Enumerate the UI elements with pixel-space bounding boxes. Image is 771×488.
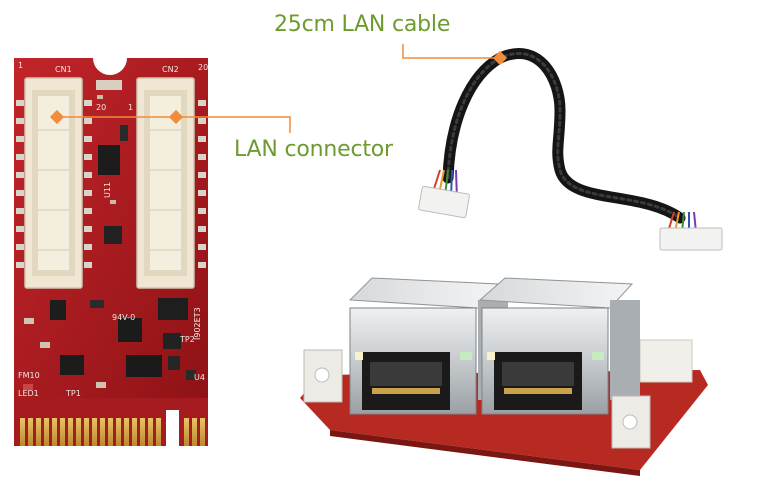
silk-serial: I902ET3 [193,307,202,340]
rj45-jack-2 [478,277,640,415]
cable-label: 25cm LAN cable [274,12,451,37]
cable-body [442,48,686,224]
silk-tp2: TP2 [179,335,195,344]
connector-label: LAN connector [234,137,393,162]
solder-pads [16,100,206,268]
lan-cable [418,48,723,251]
silk-rating: 94V-0 [112,313,135,322]
silk-pin1-left: 1 [18,61,23,70]
rj45-board [300,277,708,476]
silk-pin1-right: 1 [128,103,133,112]
m2-lan-card: CN1 CN2 1 20 1 20 94V-0 FM10 LED1 TP1 TP… [14,58,208,450]
silk-tp1: TP1 [65,389,81,398]
silk-cn2: CN2 [162,65,179,74]
silk-led1: LED1 [18,389,39,398]
cable-plug-right [659,227,723,251]
silk-pin20-left: 20 [96,103,106,112]
connector-cn2 [136,77,195,289]
silk-cn1: CN1 [55,65,72,74]
gold-fingers [20,418,205,446]
key-notch [166,410,179,450]
callout-cable [402,44,508,66]
side-connector [639,339,693,383]
silk-pin20-right: 20 [198,63,208,72]
components [23,80,196,390]
silk-fm10: FM10 [18,371,40,380]
silk-u4: U4 [194,373,205,382]
cable-plug-left [418,185,470,219]
silk-u11: U11 [103,182,112,198]
connector-cn1 [24,77,83,289]
